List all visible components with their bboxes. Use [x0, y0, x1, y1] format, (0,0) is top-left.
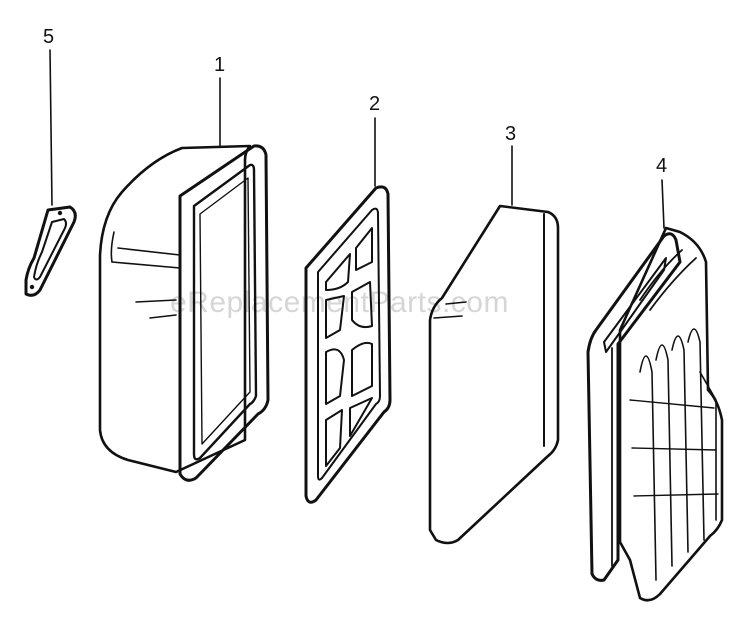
watermark-text: eReplacementParts.com	[170, 286, 509, 319]
part-1-housing	[98, 77, 270, 482]
callout-3: 3	[505, 123, 516, 145]
part-4-cover	[586, 179, 724, 602]
callout-4: 4	[656, 155, 667, 177]
callout-1: 1	[214, 54, 225, 76]
callout-5: 5	[43, 26, 54, 48]
part-3-foam-element	[428, 145, 560, 545]
part-2-gasket-grid	[304, 117, 392, 504]
part-5-gasket	[24, 49, 77, 297]
callout-2: 2	[369, 93, 380, 115]
